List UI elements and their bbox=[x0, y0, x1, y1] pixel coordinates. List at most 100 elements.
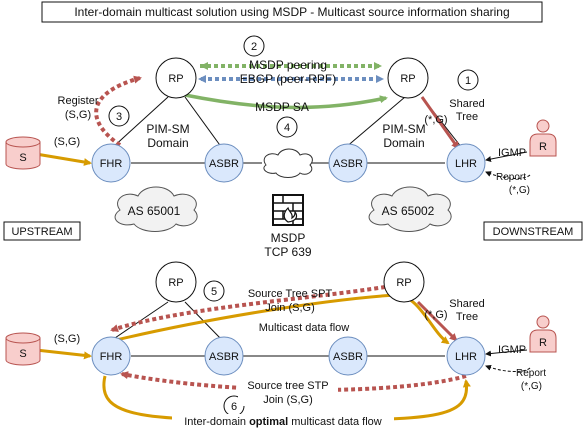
firewall-icon bbox=[272, 194, 304, 226]
step-5-label: 5 bbox=[211, 286, 217, 298]
lhr-label-bottom: LHR bbox=[455, 351, 477, 363]
cloud-as-left bbox=[114, 186, 198, 232]
as-right-label: AS 65002 bbox=[382, 204, 435, 218]
receiver-label-top: R bbox=[539, 141, 547, 153]
fhr-node-bottom bbox=[91, 336, 131, 376]
step-3-circle bbox=[108, 105, 130, 127]
sg-label-bottom: (S,G) bbox=[54, 333, 80, 345]
lhr-node-top bbox=[446, 143, 486, 183]
step-2-label: 2 bbox=[251, 41, 257, 53]
step-4-label: 4 bbox=[284, 122, 290, 134]
shared-tree-label-2-top: Tree bbox=[456, 111, 478, 123]
mc-flow-label: Multicast data flow bbox=[259, 322, 350, 334]
shared-tree-label-1-top: Shared bbox=[449, 98, 484, 110]
step-1-label: 1 bbox=[465, 75, 471, 87]
asbr-right-node-bottom bbox=[328, 336, 368, 376]
optimal-flow-bold: optimal bbox=[249, 416, 288, 428]
rp-right-node-bottom bbox=[383, 261, 425, 303]
rp-left-node-top bbox=[155, 57, 197, 99]
msdp-tcp-label-2: TCP 639 bbox=[264, 245, 311, 259]
msdp-sa-label: MSDP SA bbox=[255, 100, 309, 114]
report-label-2-bottom: (*,G) bbox=[521, 381, 542, 392]
report-arrow-top bbox=[485, 171, 531, 179]
igmp-label-bottom: IGMP bbox=[498, 344, 526, 356]
asbr-left-label-top: ASBR bbox=[209, 158, 239, 170]
register-label-2: (S,G) bbox=[65, 109, 91, 121]
shared-tree-label-2-bottom: Tree bbox=[456, 311, 478, 323]
starg-label-top: (*,G) bbox=[424, 114, 447, 126]
pim-left-label-1: PIM-SM bbox=[146, 122, 189, 136]
spt-join-label-1: Source Tree SPT bbox=[248, 288, 333, 300]
cloud-as-right bbox=[368, 186, 452, 232]
receiver-label-bottom: R bbox=[539, 337, 547, 349]
stp-join-label-bg bbox=[238, 378, 338, 406]
asbr-right-node-top bbox=[328, 143, 368, 183]
asbr-left-node-bottom bbox=[204, 336, 244, 376]
stp-join-label-2: Join (S,G) bbox=[263, 394, 313, 406]
source-to-fhr-arrow-bottom bbox=[35, 348, 92, 360]
msdp-peering-label: MSDP peering bbox=[249, 58, 327, 72]
msdp-sa-arrow bbox=[184, 93, 388, 110]
starg-label-bottom: (*,G) bbox=[424, 309, 447, 321]
msdp-tcp-label-1: MSDP bbox=[271, 231, 306, 245]
downstream-label: DOWNSTREAM bbox=[493, 226, 574, 238]
step-1-circle bbox=[457, 69, 479, 91]
spt-join-label-2: Join (S,G) bbox=[265, 302, 315, 314]
upstream-box bbox=[3, 221, 81, 241]
top-links bbox=[111, 96, 463, 164]
rp-right-node-top bbox=[387, 57, 429, 99]
rp-left-label-bottom: RP bbox=[168, 277, 183, 289]
optimal-flow-pre: Inter-domain bbox=[184, 416, 249, 428]
stp-join-label-1: Source tree STP bbox=[247, 380, 328, 392]
spt-join-arrow-top bbox=[110, 285, 386, 332]
register-arrow bbox=[94, 75, 142, 147]
step-3-label: 3 bbox=[116, 111, 122, 123]
rp-right-label-bottom: RP bbox=[396, 277, 411, 289]
shared-tree-arrow-top bbox=[420, 96, 460, 150]
as-left-label: AS 65001 bbox=[128, 204, 181, 218]
asbr-left-label-bottom: ASBR bbox=[209, 351, 239, 363]
receiver-icon-top bbox=[529, 119, 557, 157]
optimal-label-bg bbox=[172, 414, 394, 427]
source-label-bottom: S bbox=[19, 348, 26, 360]
source-label-top: S bbox=[19, 152, 26, 164]
step-6-label: 6 bbox=[231, 401, 237, 413]
receiver-icon-bottom bbox=[529, 315, 557, 353]
rp-right-label-top: RP bbox=[400, 73, 415, 85]
upstream-label: UPSTREAM bbox=[11, 226, 72, 238]
fhr-node-top bbox=[91, 143, 131, 183]
step-5-circle bbox=[203, 280, 225, 302]
report-arrow-bottom bbox=[485, 364, 531, 372]
downstream-box bbox=[483, 221, 583, 241]
shared-tree-label-1-bottom: Shared bbox=[449, 298, 484, 310]
register-label-1: Register bbox=[58, 95, 99, 107]
ebgp-label: EBGP (peer-RPF) bbox=[240, 72, 336, 86]
lhr-label-top: LHR bbox=[455, 158, 477, 170]
multicast-flow-arrow bbox=[111, 293, 450, 345]
asbr-right-label-bottom: ASBR bbox=[333, 351, 363, 363]
step-4-circle bbox=[276, 116, 298, 138]
source-cylinder-top bbox=[5, 136, 41, 170]
source-cylinder-bottom bbox=[5, 332, 41, 366]
mc-flow-label-bg bbox=[240, 320, 368, 334]
title-box bbox=[41, 1, 543, 23]
report-label-1-top: Report bbox=[496, 172, 526, 183]
asbr-right-label-top: ASBR bbox=[333, 158, 363, 170]
sg-label-top: (S,G) bbox=[54, 136, 80, 148]
source-to-fhr-arrow-top bbox=[35, 152, 92, 166]
fhr-label-bottom: FHR bbox=[100, 351, 123, 363]
igmp-arrow-top bbox=[485, 151, 528, 162]
shared-tree-arrow-bottom bbox=[416, 300, 458, 342]
fhr-label-top: FHR bbox=[100, 158, 123, 170]
optimal-flow-label: Inter-domain optimal multicast data flow bbox=[184, 416, 382, 428]
rp-left-node-bottom bbox=[155, 261, 197, 303]
cloud-internet bbox=[263, 148, 313, 178]
report-label-2-top: (*,G) bbox=[509, 185, 530, 196]
pim-right-label-2: Domain bbox=[383, 136, 424, 150]
step-2-circle bbox=[243, 35, 265, 57]
igmp-arrow-bottom bbox=[485, 349, 528, 357]
pim-right-label-1: PIM-SM bbox=[382, 122, 425, 136]
optimal-flow-post: multicast data flow bbox=[288, 416, 382, 428]
